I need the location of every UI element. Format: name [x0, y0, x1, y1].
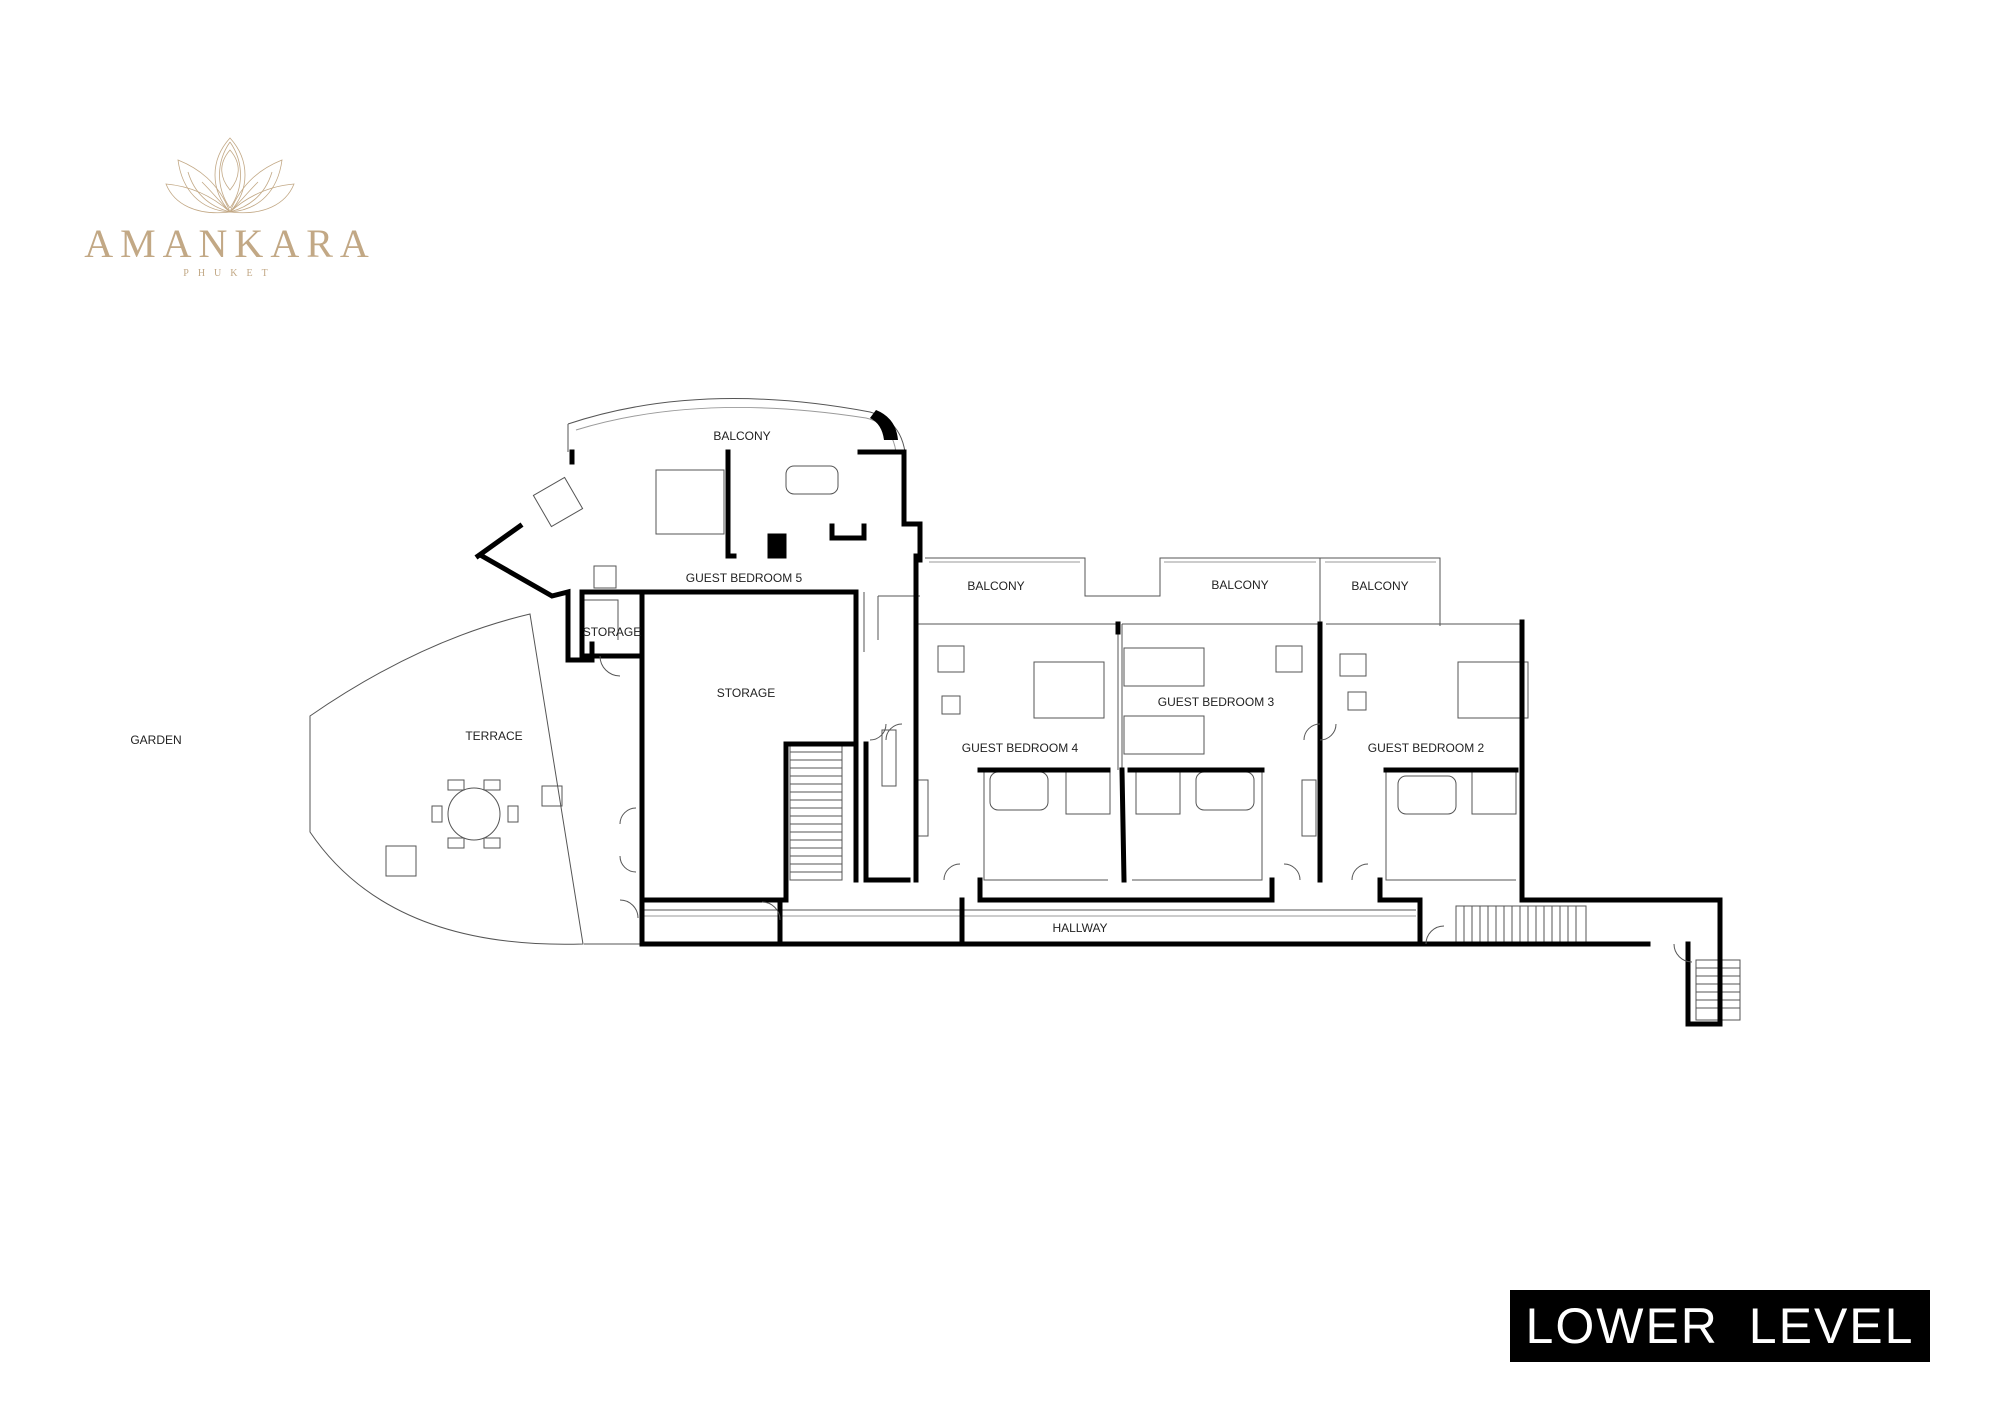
balcony-corner — [870, 410, 898, 440]
label-balcony-top: BALCONY — [713, 429, 770, 443]
label-storage-large: STORAGE — [717, 686, 775, 700]
lotus-icon — [165, 137, 295, 214]
label-guest-bedroom-4: GUEST BEDROOM 4 — [962, 741, 1079, 755]
label-balcony-2: BALCONY — [1211, 578, 1268, 592]
label-guest-bedroom-5: GUEST BEDROOM 5 — [686, 571, 803, 585]
room-labels: BALCONY GUEST BEDROOM 5 STORAGE STORAGE … — [130, 429, 1484, 935]
door-arcs — [599, 655, 1693, 963]
label-storage-small: STORAGE — [583, 625, 641, 639]
label-balcony-3: BALCONY — [1351, 579, 1408, 593]
walls — [474, 449, 1723, 1027]
light-outlines — [309, 398, 1741, 1021]
label-balcony-1: BALCONY — [967, 579, 1024, 593]
brand-name: AMANKARA — [84, 221, 376, 266]
amankara-logo: AMANKARA PHUKET — [70, 120, 390, 290]
brand-location: PHUKET — [183, 268, 277, 279]
label-guest-bedroom-3: GUEST BEDROOM 3 — [1158, 695, 1275, 709]
label-terrace: TERRACE — [465, 729, 522, 743]
label-hallway: HALLWAY — [1052, 921, 1107, 935]
label-guest-bedroom-2: GUEST BEDROOM 2 — [1368, 741, 1485, 755]
level-badge: LOWER LEVEL — [1510, 1290, 1930, 1362]
label-garden: GARDEN — [130, 733, 181, 747]
